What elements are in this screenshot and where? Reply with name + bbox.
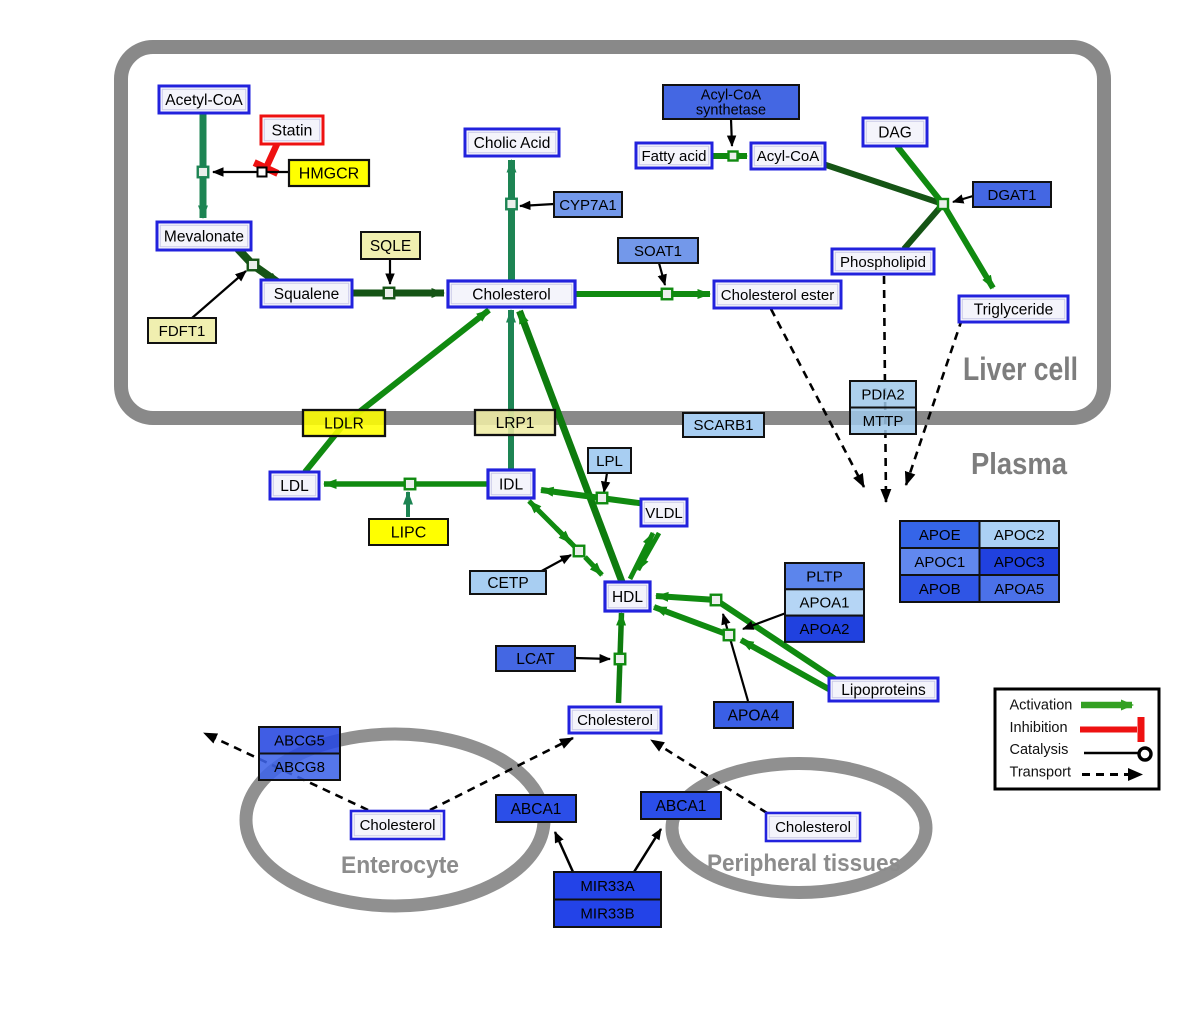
svg-text:Squalene: Squalene bbox=[274, 286, 340, 303]
svg-text:FDFT1: FDFT1 bbox=[159, 323, 206, 340]
svg-text:LIPC: LIPC bbox=[391, 525, 427, 542]
svg-text:APOA1: APOA1 bbox=[799, 595, 849, 612]
svg-text:Transport: Transport bbox=[1010, 764, 1072, 780]
svg-text:ABCG5: ABCG5 bbox=[274, 733, 325, 750]
svg-text:ABCA1: ABCA1 bbox=[656, 798, 707, 815]
svg-text:APOB: APOB bbox=[919, 581, 961, 598]
svg-text:SQLE: SQLE bbox=[370, 238, 411, 255]
svg-text:CETP: CETP bbox=[487, 575, 528, 592]
svg-text:SOAT1: SOAT1 bbox=[634, 243, 682, 260]
svg-text:Cholic Acid: Cholic Acid bbox=[474, 135, 551, 152]
svg-text:APOE: APOE bbox=[919, 527, 961, 544]
svg-text:PLTP: PLTP bbox=[806, 568, 842, 585]
svg-text:APOA2: APOA2 bbox=[799, 621, 849, 638]
svg-text:DGAT1: DGAT1 bbox=[988, 187, 1037, 204]
svg-text:APOC1: APOC1 bbox=[914, 554, 965, 571]
svg-text:LDLR: LDLR bbox=[324, 415, 364, 432]
svg-text:Acetyl-CoA: Acetyl-CoA bbox=[165, 92, 243, 109]
svg-text:Phospholipid: Phospholipid bbox=[840, 254, 926, 271]
svg-text:PDIA2: PDIA2 bbox=[861, 387, 904, 404]
svg-text:SCARB1: SCARB1 bbox=[693, 417, 753, 434]
svg-text:Liver cell: Liver cell bbox=[963, 351, 1078, 387]
svg-text:Activation: Activation bbox=[1010, 698, 1073, 714]
svg-text:Lipoproteins: Lipoproteins bbox=[841, 682, 926, 699]
svg-text:Mevalonate: Mevalonate bbox=[164, 228, 244, 245]
svg-text:APOA4: APOA4 bbox=[728, 707, 780, 724]
svg-text:MIR33A: MIR33A bbox=[580, 878, 634, 895]
svg-text:DAG: DAG bbox=[878, 124, 912, 141]
svg-text:Acyl-CoA: Acyl-CoA bbox=[701, 88, 762, 104]
svg-text:APOA5: APOA5 bbox=[994, 581, 1044, 598]
svg-text:MTTP: MTTP bbox=[863, 413, 904, 430]
svg-text:ABCA1: ABCA1 bbox=[511, 801, 562, 818]
svg-text:Fatty acid: Fatty acid bbox=[641, 148, 706, 165]
svg-text:Cholesterol: Cholesterol bbox=[577, 712, 653, 729]
svg-text:Triglyceride: Triglyceride bbox=[974, 301, 1054, 318]
svg-text:LPL: LPL bbox=[596, 453, 623, 470]
svg-text:APOC2: APOC2 bbox=[994, 527, 1045, 544]
svg-text:LRP1: LRP1 bbox=[496, 415, 535, 432]
svg-text:Cholesterol: Cholesterol bbox=[472, 286, 550, 303]
svg-text:Catalysis: Catalysis bbox=[1010, 742, 1069, 758]
svg-text:Enterocyte: Enterocyte bbox=[341, 852, 459, 879]
svg-text:IDL: IDL bbox=[499, 476, 524, 493]
svg-text:Peripheral tissues: Peripheral tissues bbox=[707, 850, 901, 877]
svg-text:Statin: Statin bbox=[272, 123, 313, 140]
svg-text:HMGCR: HMGCR bbox=[299, 166, 359, 183]
svg-text:VLDL: VLDL bbox=[645, 505, 683, 522]
svg-text:Cholesterol ester: Cholesterol ester bbox=[721, 287, 834, 304]
svg-text:LCAT: LCAT bbox=[516, 651, 555, 668]
svg-text:Plasma: Plasma bbox=[971, 446, 1068, 481]
svg-text:MIR33B: MIR33B bbox=[580, 906, 634, 923]
svg-text:CYP7A1: CYP7A1 bbox=[559, 197, 617, 214]
svg-text:HDL: HDL bbox=[612, 589, 643, 606]
svg-text:Cholesterol: Cholesterol bbox=[775, 819, 851, 836]
svg-text:synthetase: synthetase bbox=[696, 103, 766, 119]
svg-text:LDL: LDL bbox=[280, 478, 309, 495]
svg-text:Cholesterol: Cholesterol bbox=[360, 817, 436, 834]
svg-text:APOC3: APOC3 bbox=[994, 554, 1045, 571]
svg-text:Inhibition: Inhibition bbox=[1010, 720, 1068, 736]
svg-text:Acyl-CoA: Acyl-CoA bbox=[757, 148, 820, 165]
svg-text:ABCG8: ABCG8 bbox=[274, 759, 325, 776]
